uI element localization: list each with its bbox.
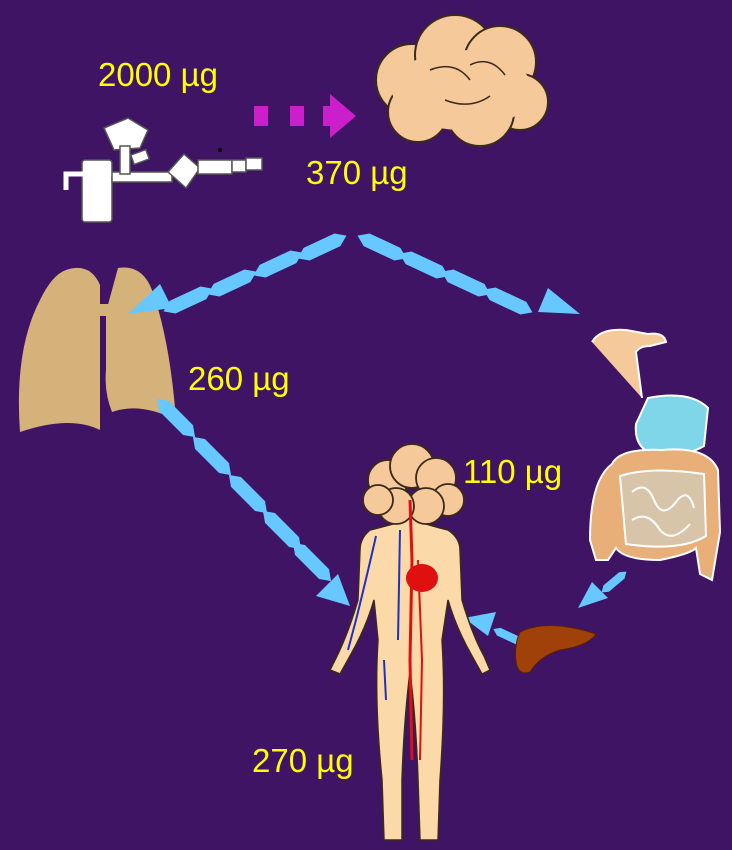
oropharynx-cloud-icon [376, 15, 548, 146]
inhaled-dose-arrow [254, 94, 356, 138]
oropharynx-dose-label: 370 µg [306, 154, 408, 191]
liver-icon [516, 625, 597, 672]
systemic-dose-label: 270 µg [252, 742, 354, 779]
systemic-circulation-body-icon [330, 444, 490, 840]
arrow-lungs-to-body [152, 394, 350, 606]
gastrointestinal-tract-icon [590, 330, 720, 580]
arrow-gut-to-liver [578, 568, 629, 608]
gut-dose-label: 110 µg [463, 453, 562, 490]
arrow-cloud-to-lungs [128, 229, 349, 318]
nebulizer-inhaler-icon [66, 118, 262, 222]
dose-inhaled-label: 2000 µg [98, 56, 218, 93]
arrow-cloud-to-gut [355, 229, 580, 319]
lung-dose-label: 260 µg [188, 360, 290, 397]
